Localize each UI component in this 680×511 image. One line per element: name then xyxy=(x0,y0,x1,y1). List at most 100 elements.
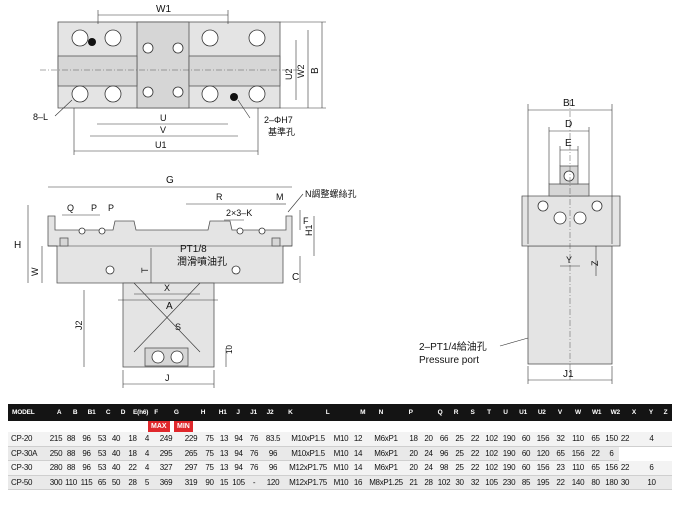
spec-cell: 76 xyxy=(246,460,262,476)
spec-cell: 102 xyxy=(483,446,500,461)
col-header: U1 xyxy=(514,404,533,421)
col-header: M xyxy=(353,404,373,421)
spec-cell: 280 xyxy=(48,460,64,476)
dim-w: W xyxy=(30,267,40,276)
spec-cell: 12 xyxy=(350,432,366,447)
spec-cell: 76 xyxy=(246,432,262,447)
col-header: K xyxy=(278,404,303,421)
min-tag: MIN xyxy=(174,421,193,432)
dim-u1: U1 xyxy=(155,140,167,150)
spec-cell: 13 xyxy=(217,446,231,461)
spec-cell: M10 xyxy=(332,460,350,476)
spec-cell: 50 xyxy=(109,475,123,490)
spec-cell: 369 xyxy=(152,475,180,490)
dim-k: 2×3–K xyxy=(226,208,252,218)
col-header: C xyxy=(100,404,116,421)
spec-cell: 327 xyxy=(152,460,180,476)
spec-cell: M10 xyxy=(332,475,350,490)
dim-d: D xyxy=(565,119,572,130)
dim-10: 10 xyxy=(225,345,234,354)
spec-cell: 195 xyxy=(534,475,552,490)
h7-label: 2–ΦH7 xyxy=(264,115,293,125)
col-header: Y xyxy=(642,404,659,421)
spec-cell: 140 xyxy=(569,475,587,490)
spec-cell: 190 xyxy=(500,460,518,476)
spec-cell: 4 xyxy=(631,432,672,447)
col-header: H1 xyxy=(214,404,231,421)
col-header: A xyxy=(50,404,68,421)
spec-cell: 28 xyxy=(421,475,436,490)
pt-label: PT1/8 xyxy=(180,244,207,255)
dim-j: J xyxy=(165,373,170,383)
dim-v: V xyxy=(160,125,166,135)
col-header: X xyxy=(624,404,643,421)
dim-f: F xyxy=(303,216,309,226)
pt-label-sub: 潤滑噴油孔 xyxy=(177,255,227,268)
spec-cell: 94 xyxy=(231,460,246,476)
front-view: G R M N調整螺絲孔 Q P P 2×3–K F H H1 W PT1/8 … xyxy=(14,175,357,388)
col-header: P xyxy=(389,404,433,421)
spec-cell: 13 xyxy=(217,460,231,476)
dim-8l: 8–L xyxy=(33,112,48,122)
spec-cell: 80 xyxy=(587,475,604,490)
top-view: W1 U2 W2 B 8–L U V U1 2–ΦH7 基準孔 xyxy=(33,4,326,155)
spec-cell: 65 xyxy=(587,460,604,476)
spec-cell: 28 xyxy=(123,475,142,490)
dim-z: Z xyxy=(590,260,600,266)
spec-cell: 14 xyxy=(350,446,366,461)
spec-cell: 88 xyxy=(64,446,78,461)
spec-cell: 85 xyxy=(518,475,534,490)
spec-cell: M10 xyxy=(332,446,350,461)
spec-cell: 88 xyxy=(64,460,78,476)
spec-cell: 40 xyxy=(109,446,123,461)
spec-cell: 297 xyxy=(180,460,202,476)
spec-cell: 60 xyxy=(518,432,534,447)
spec-cell: 115 xyxy=(78,475,95,490)
dim-n: N調整螺絲孔 xyxy=(305,188,357,199)
dim-j1: J1 xyxy=(563,369,574,380)
col-header: S xyxy=(464,404,482,421)
dim-t: T xyxy=(140,267,150,273)
spec-cell: 4 xyxy=(142,446,152,461)
port-label-sub: Pressure port xyxy=(419,355,479,366)
col-header: W xyxy=(568,404,588,421)
col-header: H xyxy=(191,404,215,421)
spec-cell: 6 xyxy=(631,460,672,476)
col-header: N xyxy=(372,404,390,421)
col-header: MODEL xyxy=(8,404,51,421)
dim-j2: J2 xyxy=(74,320,84,330)
col-header: B xyxy=(67,404,83,421)
dim-w1: W1 xyxy=(156,4,171,15)
dim-g: G xyxy=(166,175,174,186)
spec-cell: 75 xyxy=(202,432,217,447)
dim-b: B xyxy=(310,67,321,74)
spec-cell: 150 xyxy=(604,432,619,447)
h7-label-sub: 基準孔 xyxy=(268,126,295,137)
dim-m: M xyxy=(276,192,284,202)
dim-s: S xyxy=(175,322,181,332)
spec-cell: 53 xyxy=(95,460,109,476)
spec-cell: M6xP1 xyxy=(366,446,406,461)
spec-cell: 66 xyxy=(436,432,452,447)
spec-cell: 65 xyxy=(95,475,109,490)
spec-cell: 20 xyxy=(406,460,421,476)
spec-cell: 22 xyxy=(467,432,483,447)
spec-cell: 190 xyxy=(500,446,518,461)
spec-cell: M10xP1.5 xyxy=(284,432,332,447)
spec-cell: 18 xyxy=(406,432,421,447)
technical-drawing: W1 U2 W2 B 8–L U V U1 2–ΦH7 基準孔 G xyxy=(14,4,621,388)
spec-cell: 156 xyxy=(604,460,619,476)
max-min-tags: MAX MIN xyxy=(8,421,672,432)
spec-cell: 96 xyxy=(78,460,95,476)
dim-p2: P xyxy=(108,203,114,213)
spec-cell: - xyxy=(246,475,262,490)
spec-cell: 32 xyxy=(552,432,569,447)
col-header: R xyxy=(448,404,464,421)
spec-cell: 65 xyxy=(552,446,569,461)
model-cell: CP-20 xyxy=(8,432,48,447)
